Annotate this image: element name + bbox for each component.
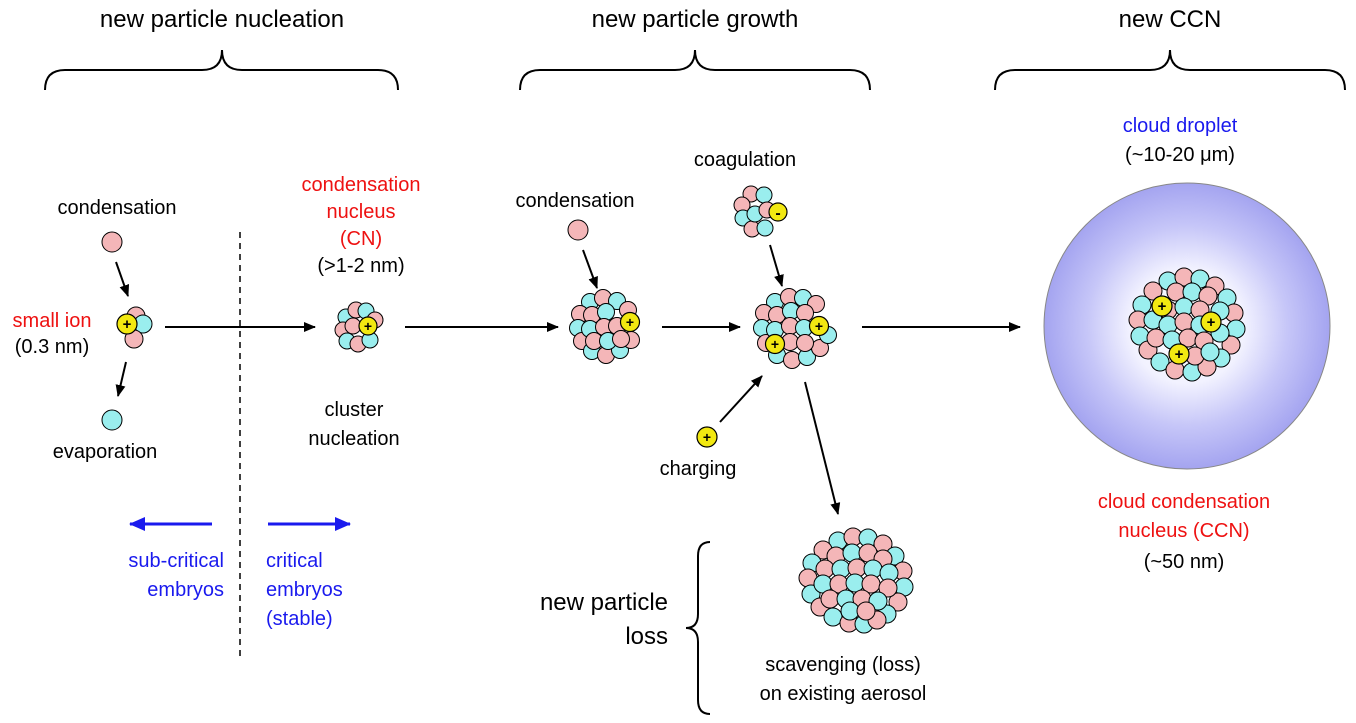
aerosol-cluster-icon [798, 527, 914, 634]
svg-text:+: + [364, 318, 372, 334]
large-cluster-icon: + + [753, 288, 837, 369]
scavenging-label-line2: on existing aerosol [760, 683, 927, 705]
svg-text:+: + [1207, 314, 1216, 331]
brace-loss [685, 541, 711, 715]
ion-plus-icon [764, 333, 786, 355]
ion-plus-icon [116, 313, 138, 335]
arrow-charging [719, 375, 763, 423]
ion-plus-icon [1151, 295, 1173, 317]
cluster-nucleation-line1: cluster [325, 399, 384, 421]
loss-label-line2: loss [625, 623, 668, 650]
ccn-label-line2: nucleus (CCN) [1118, 520, 1249, 542]
arrow-evaporation-down [115, 361, 127, 397]
cn-label-line1: condensation [302, 174, 421, 196]
arrow-coagulation-down [769, 244, 784, 287]
cn-label-line2: nucleus [327, 201, 396, 223]
svg-text:+: + [703, 429, 711, 445]
brace-nucleation [44, 49, 399, 91]
svg-text:+: + [771, 336, 779, 352]
brace-growth [519, 49, 871, 91]
growth-condensation-label: condensation [516, 190, 635, 212]
arrow-condensation-down [115, 261, 130, 297]
small-ion-label: small ion [13, 310, 92, 332]
coagulation-label: coagulation [694, 149, 796, 171]
growing-cluster-icon: + [569, 289, 641, 364]
scavenging-label-line1: scavenging (loss) [765, 654, 921, 676]
stage-title-growth: new particle growth [592, 6, 799, 33]
ion-plus-icon [696, 426, 718, 448]
ion-minus-icon [768, 202, 788, 222]
cyan-molecule-icon [101, 409, 123, 431]
ion-plus-icon [808, 315, 830, 337]
subcritical-label-line1: sub-critical [128, 550, 224, 572]
critical-label-line2: embryos [266, 579, 343, 601]
ion-plus-icon [619, 311, 641, 333]
cn-label-line3: (CN) [340, 228, 382, 250]
pink-molecule-icon [567, 219, 589, 241]
nucleation-condensation-label: condensation [58, 197, 177, 219]
arrow-to-scavenging [804, 381, 841, 515]
cluster-nucleation-line2: nucleation [308, 428, 399, 450]
ccn-size-label: (~50 nm) [1144, 551, 1225, 573]
critical-label-line1: critical [266, 550, 323, 572]
evaporation-label: evaporation [53, 441, 158, 463]
svg-text:+: + [626, 314, 634, 330]
brace-ccn [994, 49, 1346, 91]
subcritical-label-line2: embryos [147, 579, 224, 601]
small-ion-size-label: (0.3 nm) [15, 336, 89, 358]
ccn-label-line1: cloud condensation [1098, 491, 1270, 513]
cloud-droplet-label: cloud droplet [1123, 115, 1238, 137]
stage-title-ccn: new CCN [1119, 6, 1222, 33]
ion-plus-icon [1200, 311, 1222, 333]
negative-cluster-icon: - [733, 185, 788, 238]
critical-label-line3: (stable) [266, 608, 333, 630]
arrow-growth-condensation [582, 249, 598, 289]
cloud-droplet-size-label: (~10-20 μm) [1125, 144, 1235, 166]
svg-text:+: + [1158, 298, 1167, 315]
loss-label-line1: new particle [540, 589, 668, 616]
ion-plus-icon [358, 316, 378, 336]
ccn-cluster-icon: + + + [1128, 267, 1246, 382]
small-ion-cluster: + [116, 306, 153, 349]
stage-title-nucleation: new particle nucleation [100, 6, 344, 33]
svg-text:-: - [775, 205, 780, 222]
ion-plus-icon [1168, 343, 1190, 365]
pink-molecule-icon [101, 231, 123, 253]
svg-text:+: + [815, 318, 823, 334]
cn-size-label: (>1-2 nm) [317, 255, 404, 277]
cn-cluster-icon: + [334, 301, 384, 353]
svg-text:+: + [1175, 346, 1184, 363]
svg-text:+: + [123, 316, 132, 333]
charging-label: charging [660, 458, 737, 480]
